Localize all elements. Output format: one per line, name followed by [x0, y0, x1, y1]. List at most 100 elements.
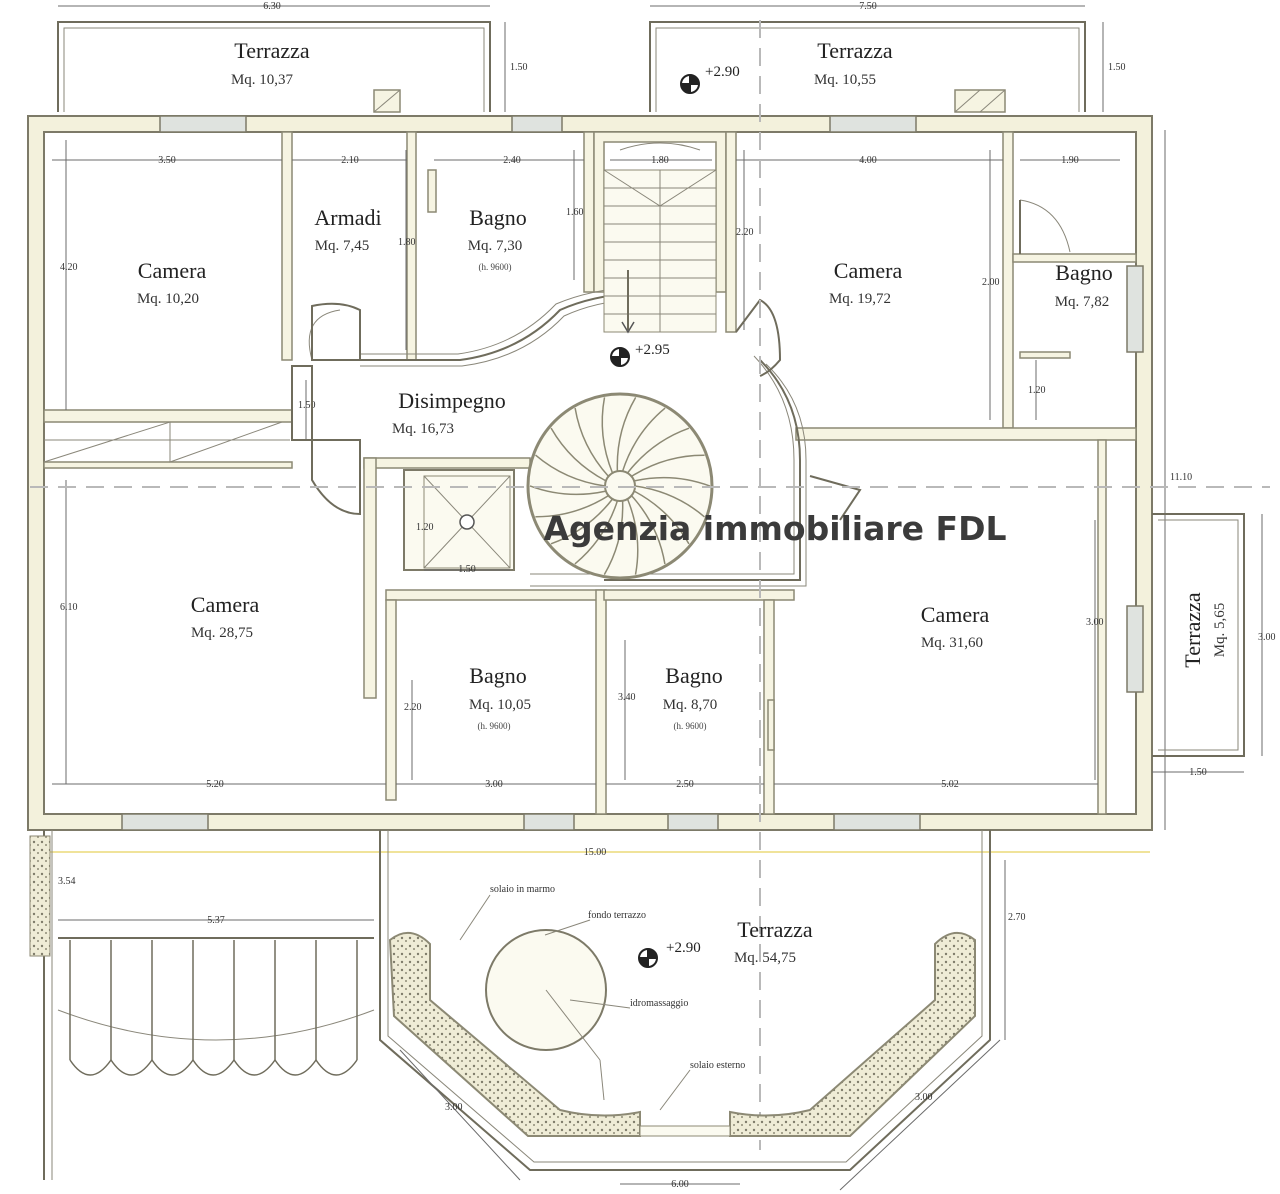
room-labels: Camera Mq. 10,20 Armadi Mq. 7,45 Bagno M… [137, 205, 1113, 731]
doors [291, 169, 1071, 751]
room-name-terrazza-e: Terrazza [1180, 592, 1205, 668]
dim-shower-w: 1.50 [458, 564, 476, 575]
window [829, 115, 917, 133]
dim-terr-e-h: 3.00 [1258, 632, 1276, 643]
dim-left-h: 4.20 [60, 262, 78, 273]
stair-step [535, 454, 606, 487]
room-area-camera-sw: Mq. 28,75 [191, 625, 253, 641]
window [121, 813, 209, 831]
dim-shower-h: 1.20 [416, 522, 434, 533]
dim-terr-s-side: 3.54 [58, 876, 76, 887]
pergola-arch [315, 1059, 358, 1076]
stair-step [626, 427, 690, 474]
terrace-northeast: Terrazza Mq. 10,55 +2.90 1.50 [649, 21, 1126, 113]
stair-step [603, 500, 624, 575]
note-planter: fondo terrazzo [588, 910, 646, 921]
room-area-terrazza-nw: Mq. 10,37 [231, 72, 294, 88]
room-area-bagno-ne: Mq. 7,82 [1055, 294, 1110, 310]
stair-step [626, 498, 639, 575]
room-note-bagno-top: (h. 9600) [479, 262, 512, 272]
room-area-bagno-mid: Mq. 10,05 [469, 697, 531, 713]
window [667, 813, 719, 831]
level-marker-top-icon [680, 74, 700, 94]
terrace-east: Terrazza Mq. 5,65 1.50 3.00 [1152, 513, 1276, 778]
dim-terr-nw-h: 1.50 [510, 62, 528, 73]
window [523, 813, 575, 831]
agency-watermark: Agenzia immobiliare FDL [544, 509, 1007, 548]
terrace-northwest: Terrazza Mq. 10,37 1.50 [57, 21, 528, 113]
pergola-arch [192, 1059, 235, 1076]
room-name-camera-ne: Camera [834, 258, 903, 283]
dim-camera-ne-w: 4.00 [859, 155, 877, 166]
stair-step [621, 407, 666, 472]
stair-step [630, 495, 666, 565]
dim-bagno-mid-w: 3.00 [485, 779, 503, 790]
dim-r8: 2.00 [982, 277, 1000, 288]
note-marble: solaio in marmo [490, 884, 555, 895]
pergola-arch [233, 1059, 276, 1076]
stair-step [529, 485, 607, 496]
room-name-camera-nw: Camera [138, 258, 207, 283]
dim-bagno-top-w: 2.40 [503, 155, 521, 166]
stair-step [535, 494, 609, 518]
room-name-bagno-ne: Bagno [1055, 260, 1112, 285]
level-terrace: +2.90 [666, 940, 701, 956]
storage-area [43, 421, 290, 463]
dim-side-b: 3.00 [915, 1092, 933, 1103]
terrace-south: 5.37 3.54 Terrazza Mq. 54,75 +2.90 solai… [29, 830, 1026, 1191]
level-stair: +2.95 [635, 342, 670, 358]
total-dimension: 15.00 [40, 847, 1150, 858]
room-area-armadi: Mq. 7,45 [315, 238, 370, 254]
stair-step [616, 397, 637, 472]
interior-dimensions: 3.50 2.10 2.40 1.80 4.00 1.90 5.20 3.00 … [52, 130, 1192, 830]
stair-step [633, 490, 690, 545]
pergola-arch [274, 1059, 317, 1076]
room-area-camera-se: Mq. 31,60 [921, 635, 983, 651]
stair-step [574, 407, 610, 477]
dim-total-w: 15.00 [584, 847, 607, 858]
room-name-terrazza-s: Terrazza [737, 917, 813, 942]
dim-r10: 1.20 [1028, 385, 1046, 396]
pergola-arch [69, 1059, 112, 1076]
room-area-camera-nw: Mq. 10,20 [137, 291, 199, 307]
note-fountain: idromassaggio [630, 998, 688, 1009]
dim-terr-e-w: 1.50 [1189, 767, 1207, 778]
stair-step [631, 454, 705, 478]
room-name-terrazza-nw: Terrazza [234, 38, 310, 63]
window [1126, 265, 1144, 353]
dim-terr-ne-h: 1.50 [1108, 62, 1126, 73]
axis-lines [30, 20, 1270, 1150]
dim-r6: 1.60 [566, 207, 584, 218]
room-name-bagno-mid: Bagno [469, 663, 526, 688]
window [1126, 605, 1144, 693]
level-top: +2.90 [705, 64, 740, 80]
dim-r4: 2.20 [736, 227, 754, 238]
window [159, 115, 247, 133]
dim-top-left: 6.30 [263, 1, 281, 12]
dim-r5: 1.50 [298, 400, 316, 411]
dim-top-right: 7.50 [859, 1, 877, 12]
level-marker-stair-icon [610, 347, 630, 367]
level-marker-terrace-icon [638, 948, 658, 968]
straight-stair [603, 142, 717, 334]
stair-step [550, 427, 607, 482]
dim-camera-sw-w: 5.20 [206, 779, 224, 790]
room-area-disimpegno: Mq. 16,73 [392, 421, 454, 437]
note-paving: solaio esterno [690, 1060, 745, 1071]
dim-right-h: 11.10 [1170, 472, 1192, 483]
stair-step [633, 476, 711, 487]
room-area-bagno-se: Mq. 8,70 [663, 697, 718, 713]
window [511, 115, 563, 133]
room-note-bagno-mid: (h. 9600) [478, 721, 511, 731]
room-name-disimpegno: Disimpegno [398, 388, 506, 413]
room-area-terrazza-s: Mq. 54,75 [734, 950, 796, 966]
dim-r7: 1.80 [398, 237, 416, 248]
dim-stair-w: 1.80 [651, 155, 669, 166]
dim-r3: 3.40 [618, 692, 636, 703]
room-name-bagno-se: Bagno [665, 663, 722, 688]
stair-step [574, 500, 619, 565]
building-outline [27, 115, 1153, 831]
dim-terr-s-h: 2.70 [1008, 912, 1026, 923]
room-name-camera-sw: Camera [191, 592, 260, 617]
dim-side-a: 3.00 [445, 1102, 463, 1113]
